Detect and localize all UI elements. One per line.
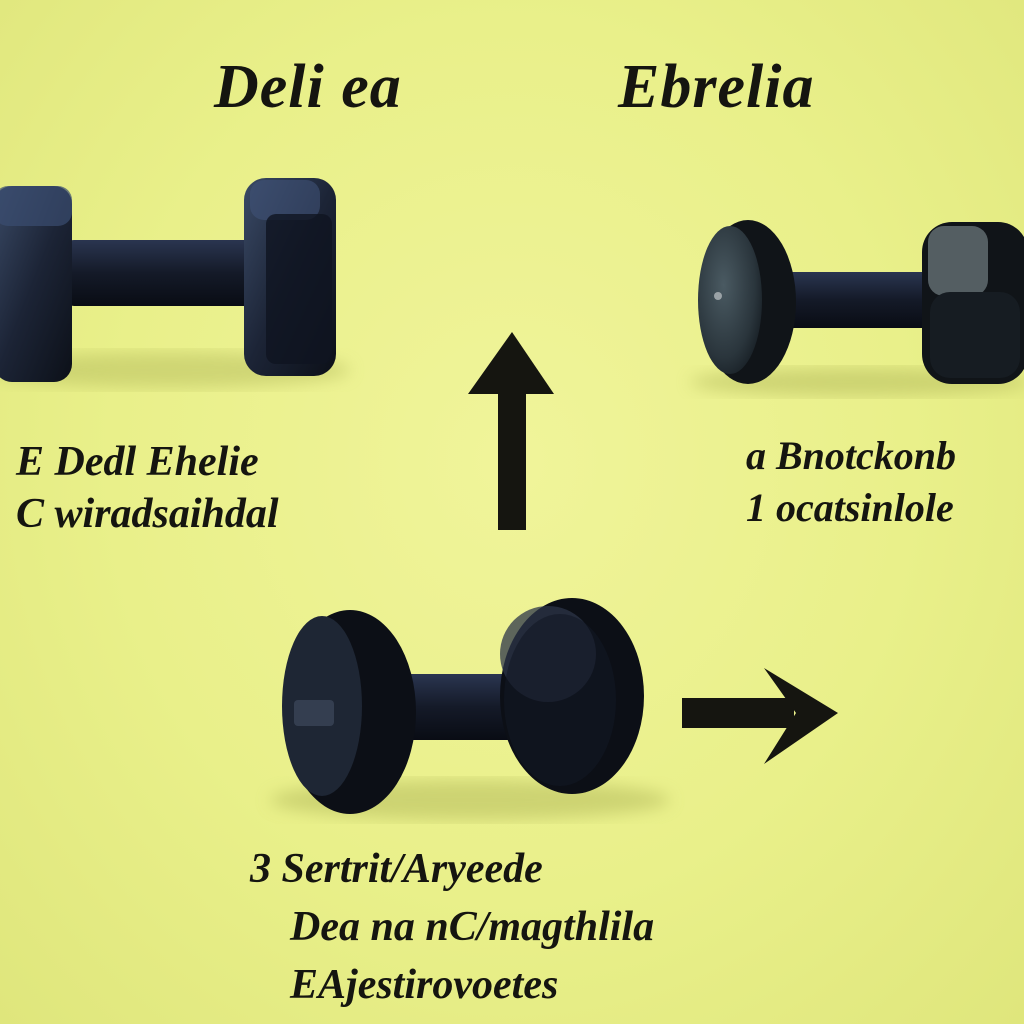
arrow-up-icon [468, 332, 554, 530]
label-bottom-line-3: EAjestirovoetes [290, 962, 559, 1008]
dumbbell-top-left [0, 178, 350, 388]
title-right: Ebrelia [618, 53, 815, 121]
label-right-line-1: a Bnotckonb [746, 433, 957, 478]
label-right-line-2: 1 ocatsinlole [746, 485, 954, 530]
label-left-line-2: C wiradsaihdal [16, 491, 279, 537]
label-left-line-1: E Dedl Ehelie [16, 439, 259, 485]
dumbbell-top-right [690, 220, 1024, 396]
label-bottom-line-2: Dea na nC/magthlila [290, 904, 655, 950]
label-bottom-line-1: 3 Sertrit/Aryeede [250, 846, 543, 892]
label-left: E Dedl Ehelie C wiradsaihdal [16, 436, 279, 540]
label-right: a Bnotckonb 1 ocatsinlole [746, 430, 956, 534]
label-bottom: 3 Sertrit/Aryeede Dea na nC/magthlila EA… [250, 840, 654, 1014]
title-left: Deli ea [214, 53, 402, 121]
dumbbell-bottom [270, 598, 670, 820]
arrow-right-icon [682, 668, 838, 764]
